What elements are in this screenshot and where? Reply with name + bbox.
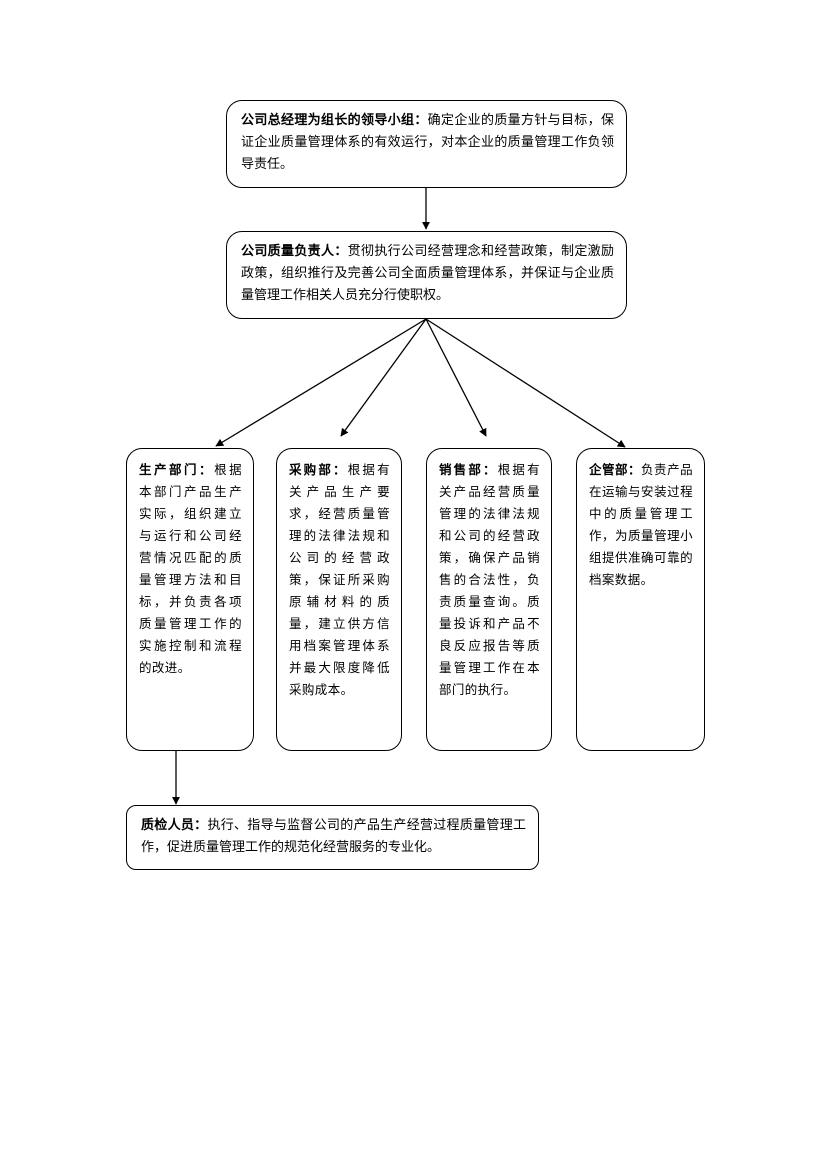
sales-dept-body: 根据有关产品经营质量管理的法律法规和公司的经营政策，确保产品销售的合法性，负责质… (439, 462, 540, 697)
enterprise-mgmt-dept-title: 企管部： (589, 462, 642, 477)
sales-dept-title: 销售部： (439, 462, 498, 477)
quality-inspectors-box: 质检人员：执行、指导与监督公司的产品生产经营过程质量管理工作，促进质量管理工作的… (126, 805, 539, 870)
sales-dept-box: 销售部：根据有关产品经营质量管理的法律法规和公司的经营政策，确保产品销售的合法性… (426, 448, 552, 751)
quality-inspectors-body: 执行、指导与监督公司的产品生产经营过程质量管理工作，促进质量管理工作的规范化经营… (141, 818, 526, 855)
quality-head-box: 公司质量负责人：贯彻执行公司经营理念和经营政策，制定激励政策，组织推行及完善公司… (226, 231, 627, 319)
enterprise-mgmt-dept-body: 负责产品在运输与安装过程中的质量管理工作，为质量管理小组提供准确可靠的档案数据。 (589, 462, 693, 587)
arrow-quality-head-to-sales (425, 318, 487, 437)
arrow-quality-head-to-production (215, 318, 427, 447)
quality-inspectors-title: 质检人员： (141, 818, 208, 833)
purchasing-dept-body: 根据有关产品生产要求，经营质量管理的法律法规和公司的经营政策，保证所采购原辅材料… (289, 462, 390, 697)
enterprise-mgmt-dept-box: 企管部：负责产品在运输与安装过程中的质量管理工作，为质量管理小组提供准确可靠的档… (576, 448, 705, 751)
purchasing-dept-title: 采购部： (289, 462, 348, 477)
quality-head-body: 贯彻执行公司经营理念和经营政策，制定激励政策，组织推行及完善公司全面质量管理体系… (241, 244, 614, 303)
production-dept-title: 生产部门： (139, 462, 215, 477)
arrow-quality-head-to-purchasing (340, 318, 427, 437)
arrow-quality-head-to-enterprise-mgmt (425, 318, 626, 448)
purchasing-dept-box: 采购部：根据有关产品生产要求，经营质量管理的法律法规和公司的经营政策，保证所采购… (276, 448, 402, 751)
leader-group-body: 确定企业的质量方针与目标，保证企业质量管理体系的有效运行，对本企业的质量管理工作… (241, 113, 614, 172)
quality-head-title: 公司质量负责人： (241, 244, 348, 259)
leader-group-box: 公司总经理为组长的领导小组：确定企业的质量方针与目标，保证企业质量管理体系的有效… (226, 100, 627, 188)
production-dept-body: 根据本部门产品生产实际，组织建立与运行和公司经营情况匹配的质量管理方法和目标，并… (139, 462, 242, 675)
production-dept-box: 生产部门：根据本部门产品生产实际，组织建立与运行和公司经营情况匹配的质量管理方法… (126, 448, 254, 751)
leader-group-title: 公司总经理为组长的领导小组： (241, 113, 428, 128)
